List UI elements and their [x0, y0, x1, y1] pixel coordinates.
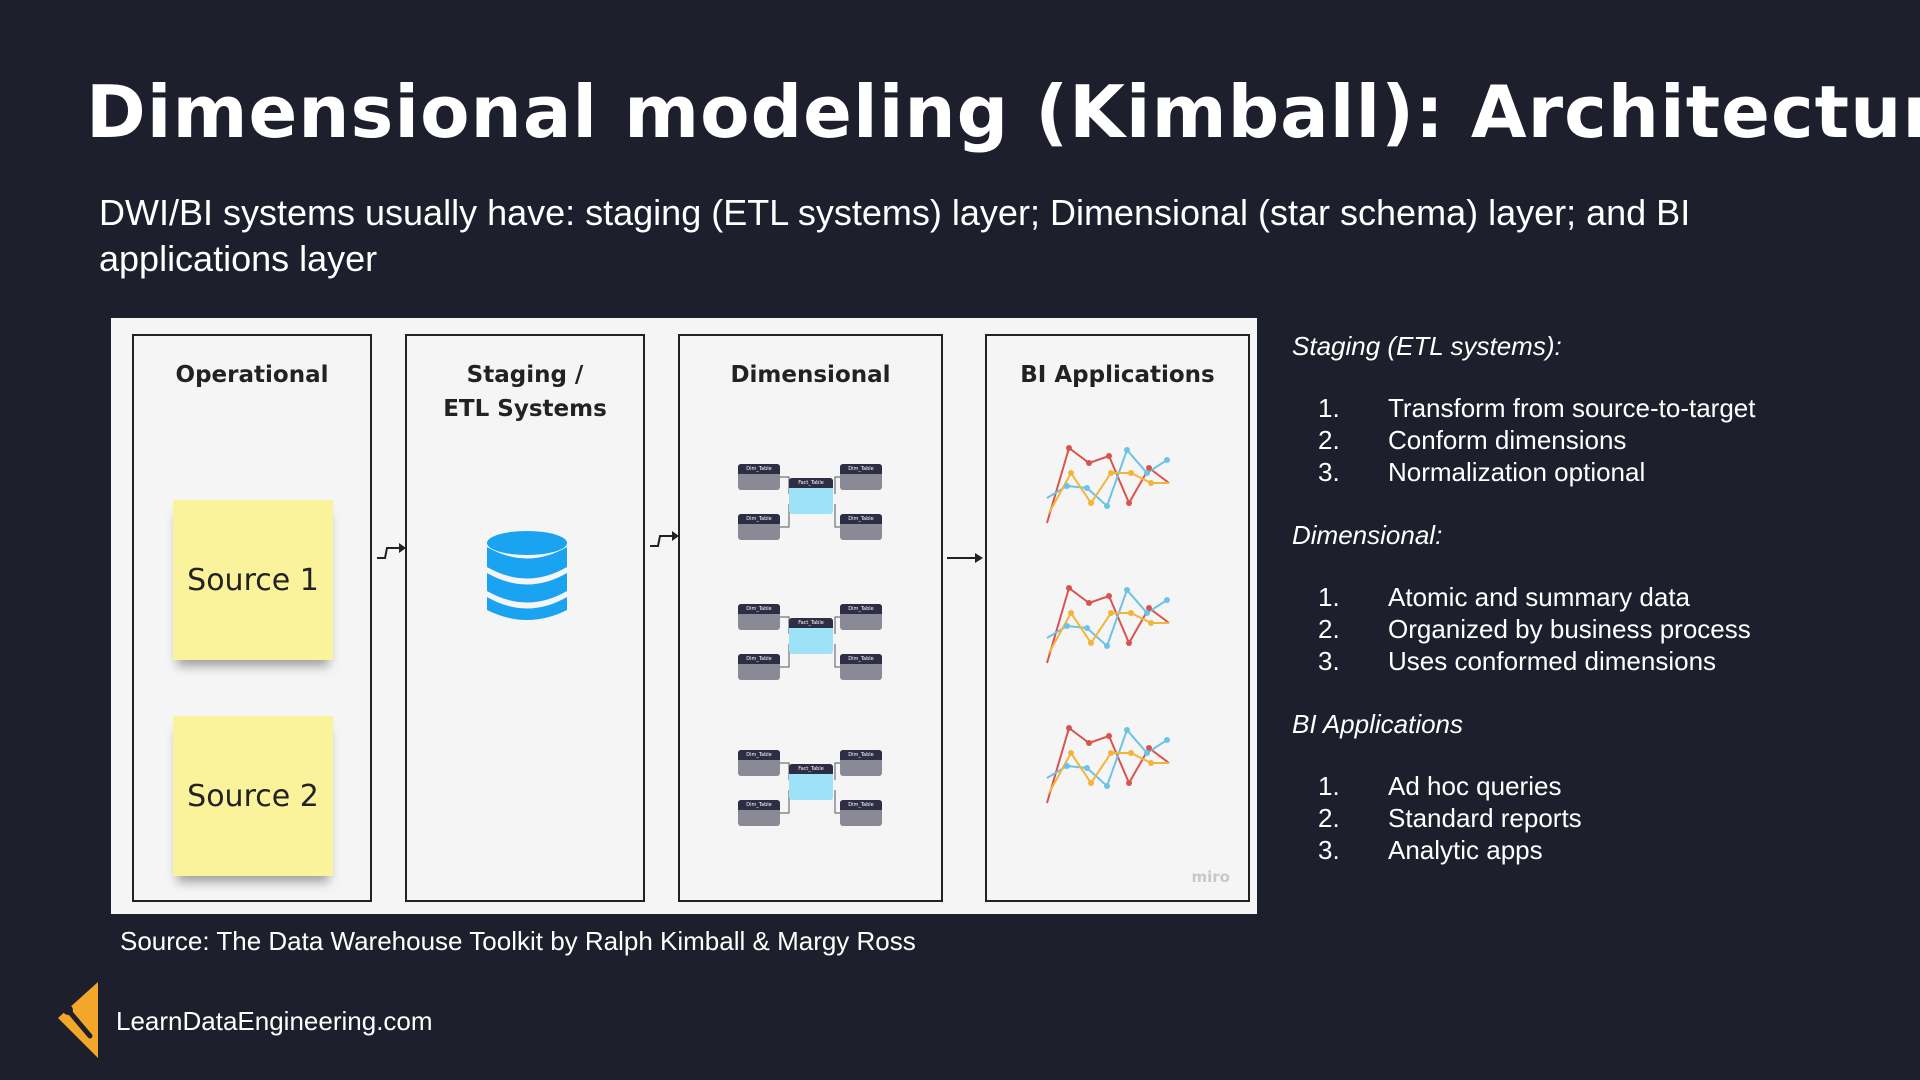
list-item: 2.Standard reports — [1318, 803, 1582, 833]
line-chart-icon — [1046, 585, 1170, 664]
list-item: 3.Analytic apps — [1318, 835, 1543, 865]
star-schema: Dim_Table Dim_Table Dim_Table Dim_Table … — [738, 604, 888, 689]
brand-name: LearnDataEngineering.com — [116, 1006, 433, 1036]
schema-connectors — [780, 616, 845, 668]
operational-column-title: Operational — [175, 362, 329, 388]
list-item: 2.Organized by business process — [1318, 614, 1751, 644]
list-item: 2.Conform dimensions — [1318, 425, 1627, 455]
arrow-dimensional-to-bi — [947, 553, 983, 563]
bi-applications-column-title: BI Applications — [1020, 362, 1215, 388]
section-heading-staging: Staging (ETL systems): — [1292, 331, 1562, 361]
list-item: 1.Atomic and summary data — [1318, 582, 1691, 612]
line-chart-icon — [1046, 445, 1170, 524]
list-item: 3.Uses conformed dimensions — [1318, 646, 1717, 676]
dim-table: Dim_Table — [738, 604, 780, 630]
dim-table: Dim_Table — [840, 514, 882, 540]
star-schema: Dim_Table Dim_Table Dim_Table Dim_Table … — [738, 464, 888, 549]
dim-table: Dim_Table — [738, 800, 780, 826]
staging-column-title: Staging / ETL Systems — [407, 358, 643, 426]
dim-table: Dim_Table — [738, 750, 780, 776]
line-chart-icon — [1046, 725, 1170, 804]
list-item: 3.Normalization optional — [1318, 457, 1646, 487]
miro-watermark: miro — [1191, 868, 1230, 886]
section-heading-dimensional: Dimensional: — [1292, 520, 1443, 550]
dim-table: Dim_Table — [840, 800, 882, 826]
slide-title: Dimensional modeling (Kimball): Architec… — [86, 70, 1920, 154]
operational-column: Operational Source 1 Source 2 — [132, 334, 372, 902]
list-item: 1.Transform from source-to-target — [1318, 393, 1756, 423]
staging-column: Staging / ETL Systems — [405, 334, 645, 902]
dimensional-column-title: Dimensional — [730, 362, 891, 388]
dim-table: Dim_Table — [738, 464, 780, 490]
section-heading-bi-applications: BI Applications — [1292, 709, 1464, 739]
schema-connectors — [780, 476, 845, 528]
dim-table: Dim_Table — [840, 464, 882, 490]
footer-branding: LearnDataEngineering.com — [56, 980, 556, 1060]
source-citation: Source: The Data Warehouse Toolkit by Ra… — [120, 926, 916, 956]
dim-table: Dim_Table — [840, 654, 882, 680]
dim-table: Dim_Table — [738, 654, 780, 680]
brand-logo-icon — [58, 982, 98, 1058]
star-schema: Dim_Table Dim_Table Dim_Table Dim_Table … — [738, 750, 888, 835]
fact-table: Fact_Table — [789, 764, 833, 800]
fact-table: Fact_Table — [789, 478, 833, 514]
schema-connectors — [780, 762, 845, 814]
dim-table: Dim_Table — [840, 604, 882, 630]
layer-descriptions: Staging (ETL systems): 1.Transform from … — [1292, 330, 1892, 866]
database-icon — [487, 531, 567, 620]
dimensional-column: Dimensional Dim_Table Dim_Table Dim_Tabl… — [678, 334, 943, 902]
arrow-operational-to-staging — [377, 543, 406, 559]
staging-title-line-1: Staging / — [466, 362, 584, 388]
list-item: 1.Ad hoc queries — [1318, 771, 1562, 801]
bi-applications-column: BI Applications miro — [985, 334, 1250, 902]
architecture-diagram: Operational Source 1 Source 2 Staging / … — [111, 318, 1257, 914]
slide-subtitle: DWI/BI systems usually have: staging (ET… — [99, 192, 1691, 279]
dim-table: Dim_Table — [738, 514, 780, 540]
arrow-staging-to-dimensional — [650, 531, 679, 547]
source-2-note: Source 2 — [173, 716, 333, 876]
staging-title-line-2: ETL Systems — [443, 396, 607, 422]
fact-table: Fact_Table — [789, 618, 833, 654]
dim-table: Dim_Table — [840, 750, 882, 776]
source-1-note: Source 1 — [173, 500, 333, 660]
